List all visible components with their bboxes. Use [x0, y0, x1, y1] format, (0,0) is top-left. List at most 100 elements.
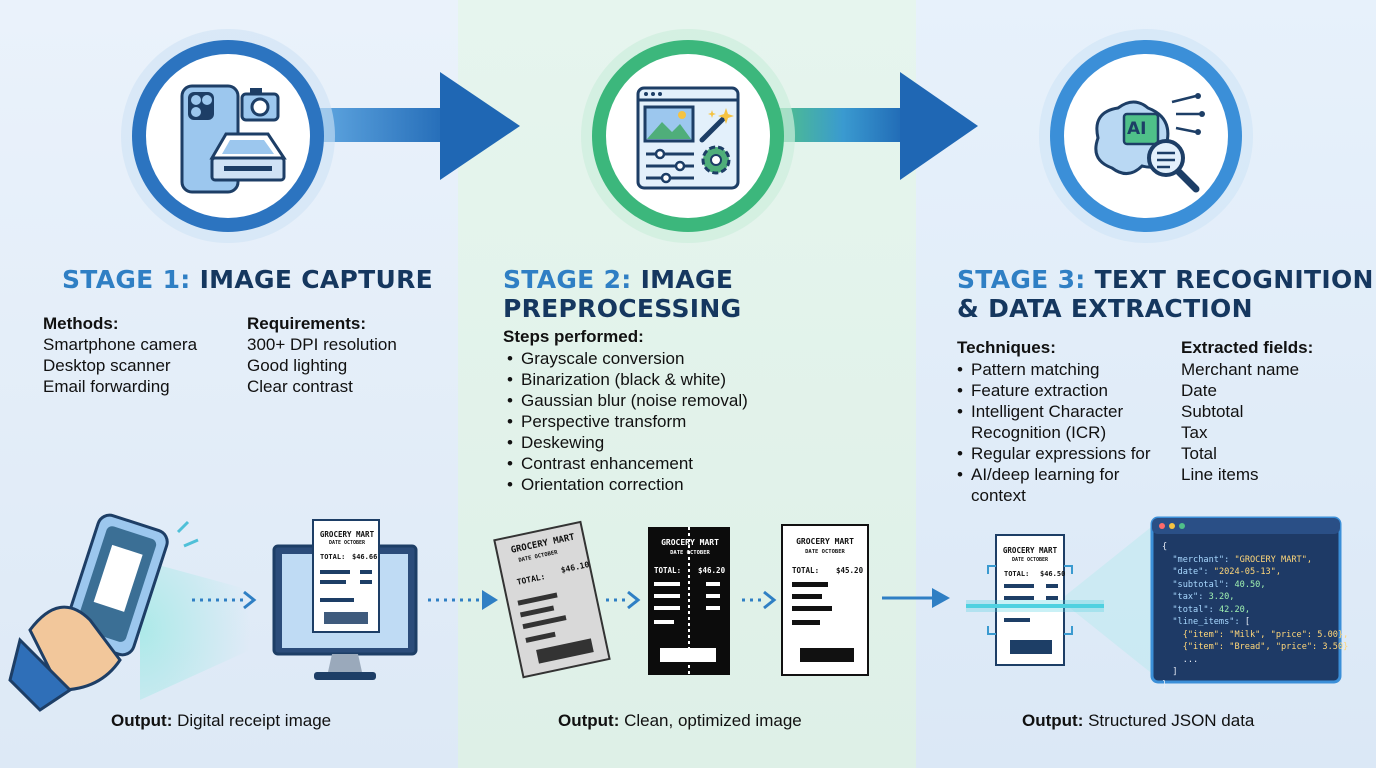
list-item: Subtotal [1181, 402, 1244, 421]
receipt-clean [781, 524, 869, 676]
stage-3-output: Output: Structured JSON data [1022, 711, 1254, 731]
receipt-binary-date: DATE OCTOBER [670, 550, 710, 556]
json-items-open: [ [1244, 617, 1250, 627]
receipt-clean-title: GROCERY MART [796, 537, 854, 546]
json-key-date: "date": [1172, 567, 1209, 577]
flow-arrow-1 [318, 72, 520, 180]
json-val-total: 42.20, [1218, 604, 1250, 615]
list-item: Clear contrast [247, 377, 353, 396]
json-val-merchant: "GROCERY MART", [1234, 554, 1313, 565]
list-item: Total [1181, 444, 1217, 463]
json-item-2: {"item": "Bread", "price": 3.50} [1182, 642, 1349, 652]
steps-list: Grayscale conversion Binarization (black… [505, 348, 748, 495]
list-item: Line items [1181, 465, 1259, 484]
receipt-binary-total: $46.20 [698, 566, 726, 575]
receipt-ocr-date: DATE OCTOBER [1011, 557, 1049, 563]
output-text: Digital receipt image [177, 711, 332, 730]
stage-3-title: STAGE 3: TEXT RECOGNITION & DATA EXTRACT… [957, 265, 1374, 323]
techniques-heading: Techniques: [957, 338, 1056, 357]
stage-3-name-b: & DATA EXTRACTION [957, 294, 1253, 323]
ai-chip-label: AI [1127, 119, 1147, 139]
json-item-1: {"item": "Milk", "price": 5.00}, [1182, 629, 1349, 640]
magic-wand-icon [699, 108, 734, 143]
list-item: Binarization (black & white) [505, 369, 748, 390]
steps-heading: Steps performed: [503, 327, 644, 346]
output-label: Output: [1022, 711, 1084, 730]
list-item: Orientation correction [505, 474, 748, 495]
magnifier-icon [1147, 139, 1200, 193]
list-item: 300+ DPI resolution [247, 335, 397, 354]
list-item: Email forwarding [43, 377, 170, 396]
stage-2-label: STAGE 2: [503, 265, 632, 294]
list-item: Date [1181, 381, 1217, 400]
json-key-tax: "tax": [1172, 592, 1204, 602]
json-close-brace: } [1162, 679, 1168, 690]
receipt-binary-title: GROCERY MART [661, 538, 719, 547]
json-val-date: "2024-05-13", [1213, 567, 1282, 577]
ocr-scan-illustration [966, 520, 1160, 680]
list-item: Gaussian blur (noise removal) [505, 390, 748, 411]
output-text: Structured JSON data [1088, 711, 1255, 730]
receipt-ocr-title: GROCERY MART [1002, 546, 1058, 555]
json-code: { "merchant": "GROCERY MART", "date": "2… [1162, 541, 1348, 691]
receipt-ocr-total: $46.50 [1040, 570, 1066, 578]
stage-1-title: STAGE 1: IMAGE CAPTURE [62, 265, 433, 294]
list-item: Grayscale conversion [505, 348, 748, 369]
receipt-ocr-total-label: TOTAL: [1004, 570, 1030, 578]
json-ellipsis: ... [1182, 654, 1199, 665]
stage-3-name-a: TEXT RECOGNITION [1094, 265, 1374, 294]
list-item: Pattern matching [955, 359, 1175, 380]
receipt-clean-total: $45.20 [836, 566, 864, 575]
fields-heading: Extracted fields: [1181, 338, 1314, 357]
stage-1-label: STAGE 1: [62, 265, 191, 294]
gear-icon [701, 145, 731, 175]
dotted-arrow-2 [428, 590, 498, 610]
flow-arrow-2 [778, 72, 978, 180]
receipt-monitor-total-label: TOTAL: [320, 553, 346, 561]
json-val-tax: 3.20, [1208, 592, 1235, 602]
output-label: Output: [558, 711, 620, 730]
solid-arrow-5 [882, 588, 950, 608]
dotted-arrow-3 [606, 590, 641, 610]
json-key-subtotal: "subtotal": [1172, 579, 1230, 590]
scanner-icon [209, 132, 287, 182]
stage-2-name-a: IMAGE [640, 265, 734, 294]
list-item: Tax [1181, 423, 1208, 442]
phone-scan-illustration [8, 513, 250, 712]
requirements-heading: Requirements: [247, 314, 367, 333]
json-open-brace: { [1162, 542, 1168, 552]
list-item: AI/deep learning for context [955, 464, 1175, 506]
receipt-clean-date: DATE OCTOBER [805, 549, 845, 555]
output-label: Output: [111, 711, 173, 730]
methods-list: Smartphone camera Desktop scanner Email … [43, 334, 197, 397]
image-editor-icon [636, 86, 740, 190]
receipt-clean-total-label: TOTAL: [792, 566, 820, 575]
dotted-arrow-1 [192, 590, 257, 610]
stage-2-output: Output: Clean, optimized image [558, 711, 802, 731]
list-item: Perspective transform [505, 411, 748, 432]
fields-list: Merchant name Date Subtotal Tax Total Li… [1181, 359, 1299, 485]
list-item: Smartphone camera [43, 335, 198, 354]
stage-2-name-b: PREPROCESSING [503, 294, 742, 323]
techniques-list: Pattern matching Feature extraction Inte… [955, 359, 1175, 506]
list-item: Contrast enhancement [505, 453, 748, 474]
stage-1-output: Output: Digital receipt image [111, 711, 331, 731]
receipt-monitor [312, 519, 380, 633]
list-item: Deskewing [505, 432, 748, 453]
list-item: Regular expressions for [955, 443, 1175, 464]
stage-2-title: STAGE 2: IMAGE PREPROCESSING [503, 265, 741, 323]
receipt-binary-total-label: TOTAL: [654, 566, 682, 575]
json-window [1150, 516, 1342, 684]
requirements-list: 300+ DPI resolution Good lighting Clear … [247, 334, 397, 397]
methods-heading: Methods: [43, 314, 119, 333]
json-key-total: "total": [1172, 604, 1214, 615]
receipt-binarized [648, 527, 730, 675]
list-item: Intelligent Character Recognition (ICR) [955, 401, 1175, 443]
stage-1-name: IMAGE CAPTURE [199, 265, 434, 294]
json-val-subtotal: 40.50, [1234, 579, 1266, 590]
list-item: Good lighting [247, 356, 348, 375]
receipt-monitor-title: GROCERY MART [319, 530, 375, 539]
dotted-arrow-4 [742, 590, 777, 610]
sliders-icon [646, 148, 694, 184]
